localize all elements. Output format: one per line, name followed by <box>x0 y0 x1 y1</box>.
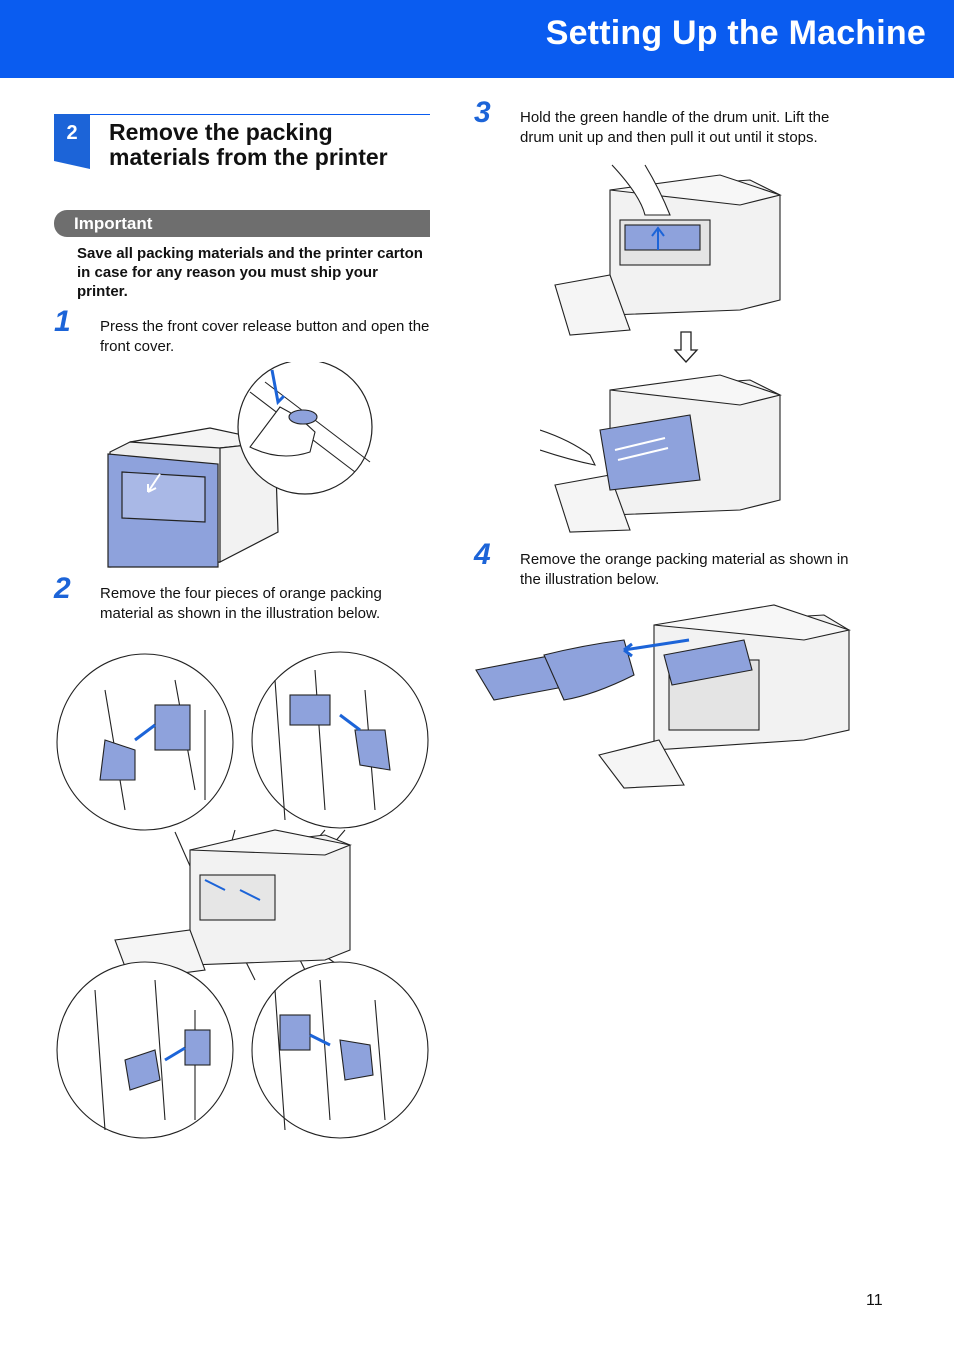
important-label: Important <box>74 214 153 233</box>
step-3-text: Hold the green handle of the drum unit. … <box>520 109 830 146</box>
step-2-number: 2 <box>54 572 71 605</box>
page-title: Setting Up the Machine <box>545 14 926 52</box>
step-1-number: 1 <box>54 305 71 338</box>
section-number-badge: 2 <box>54 114 90 169</box>
figure-remove-four-packing <box>56 651 429 1139</box>
step-3-number: 3 <box>474 96 491 129</box>
figure-open-front-cover <box>107 362 373 568</box>
figure-drum-lift <box>554 164 782 336</box>
section-rule <box>90 114 430 115</box>
important-text: Save all packing materials and the print… <box>77 245 423 300</box>
header-band: Setting Up the Machine <box>0 0 954 78</box>
step-2-text: Remove the four pieces of orange packing… <box>100 585 382 622</box>
page-number: 11 <box>866 1292 883 1309</box>
step-4-text: Remove the orange packing material as sh… <box>520 551 849 588</box>
step-4-number: 4 <box>474 538 491 571</box>
down-arrow-icon <box>673 331 699 363</box>
section-title: Remove the packing materials from the pr… <box>109 119 388 170</box>
important-bar: Important <box>54 210 430 237</box>
figure-remove-packing-material <box>475 604 852 789</box>
step-1-text: Press the front cover release button and… <box>100 318 430 355</box>
figure-drum-pull-out <box>540 374 782 533</box>
